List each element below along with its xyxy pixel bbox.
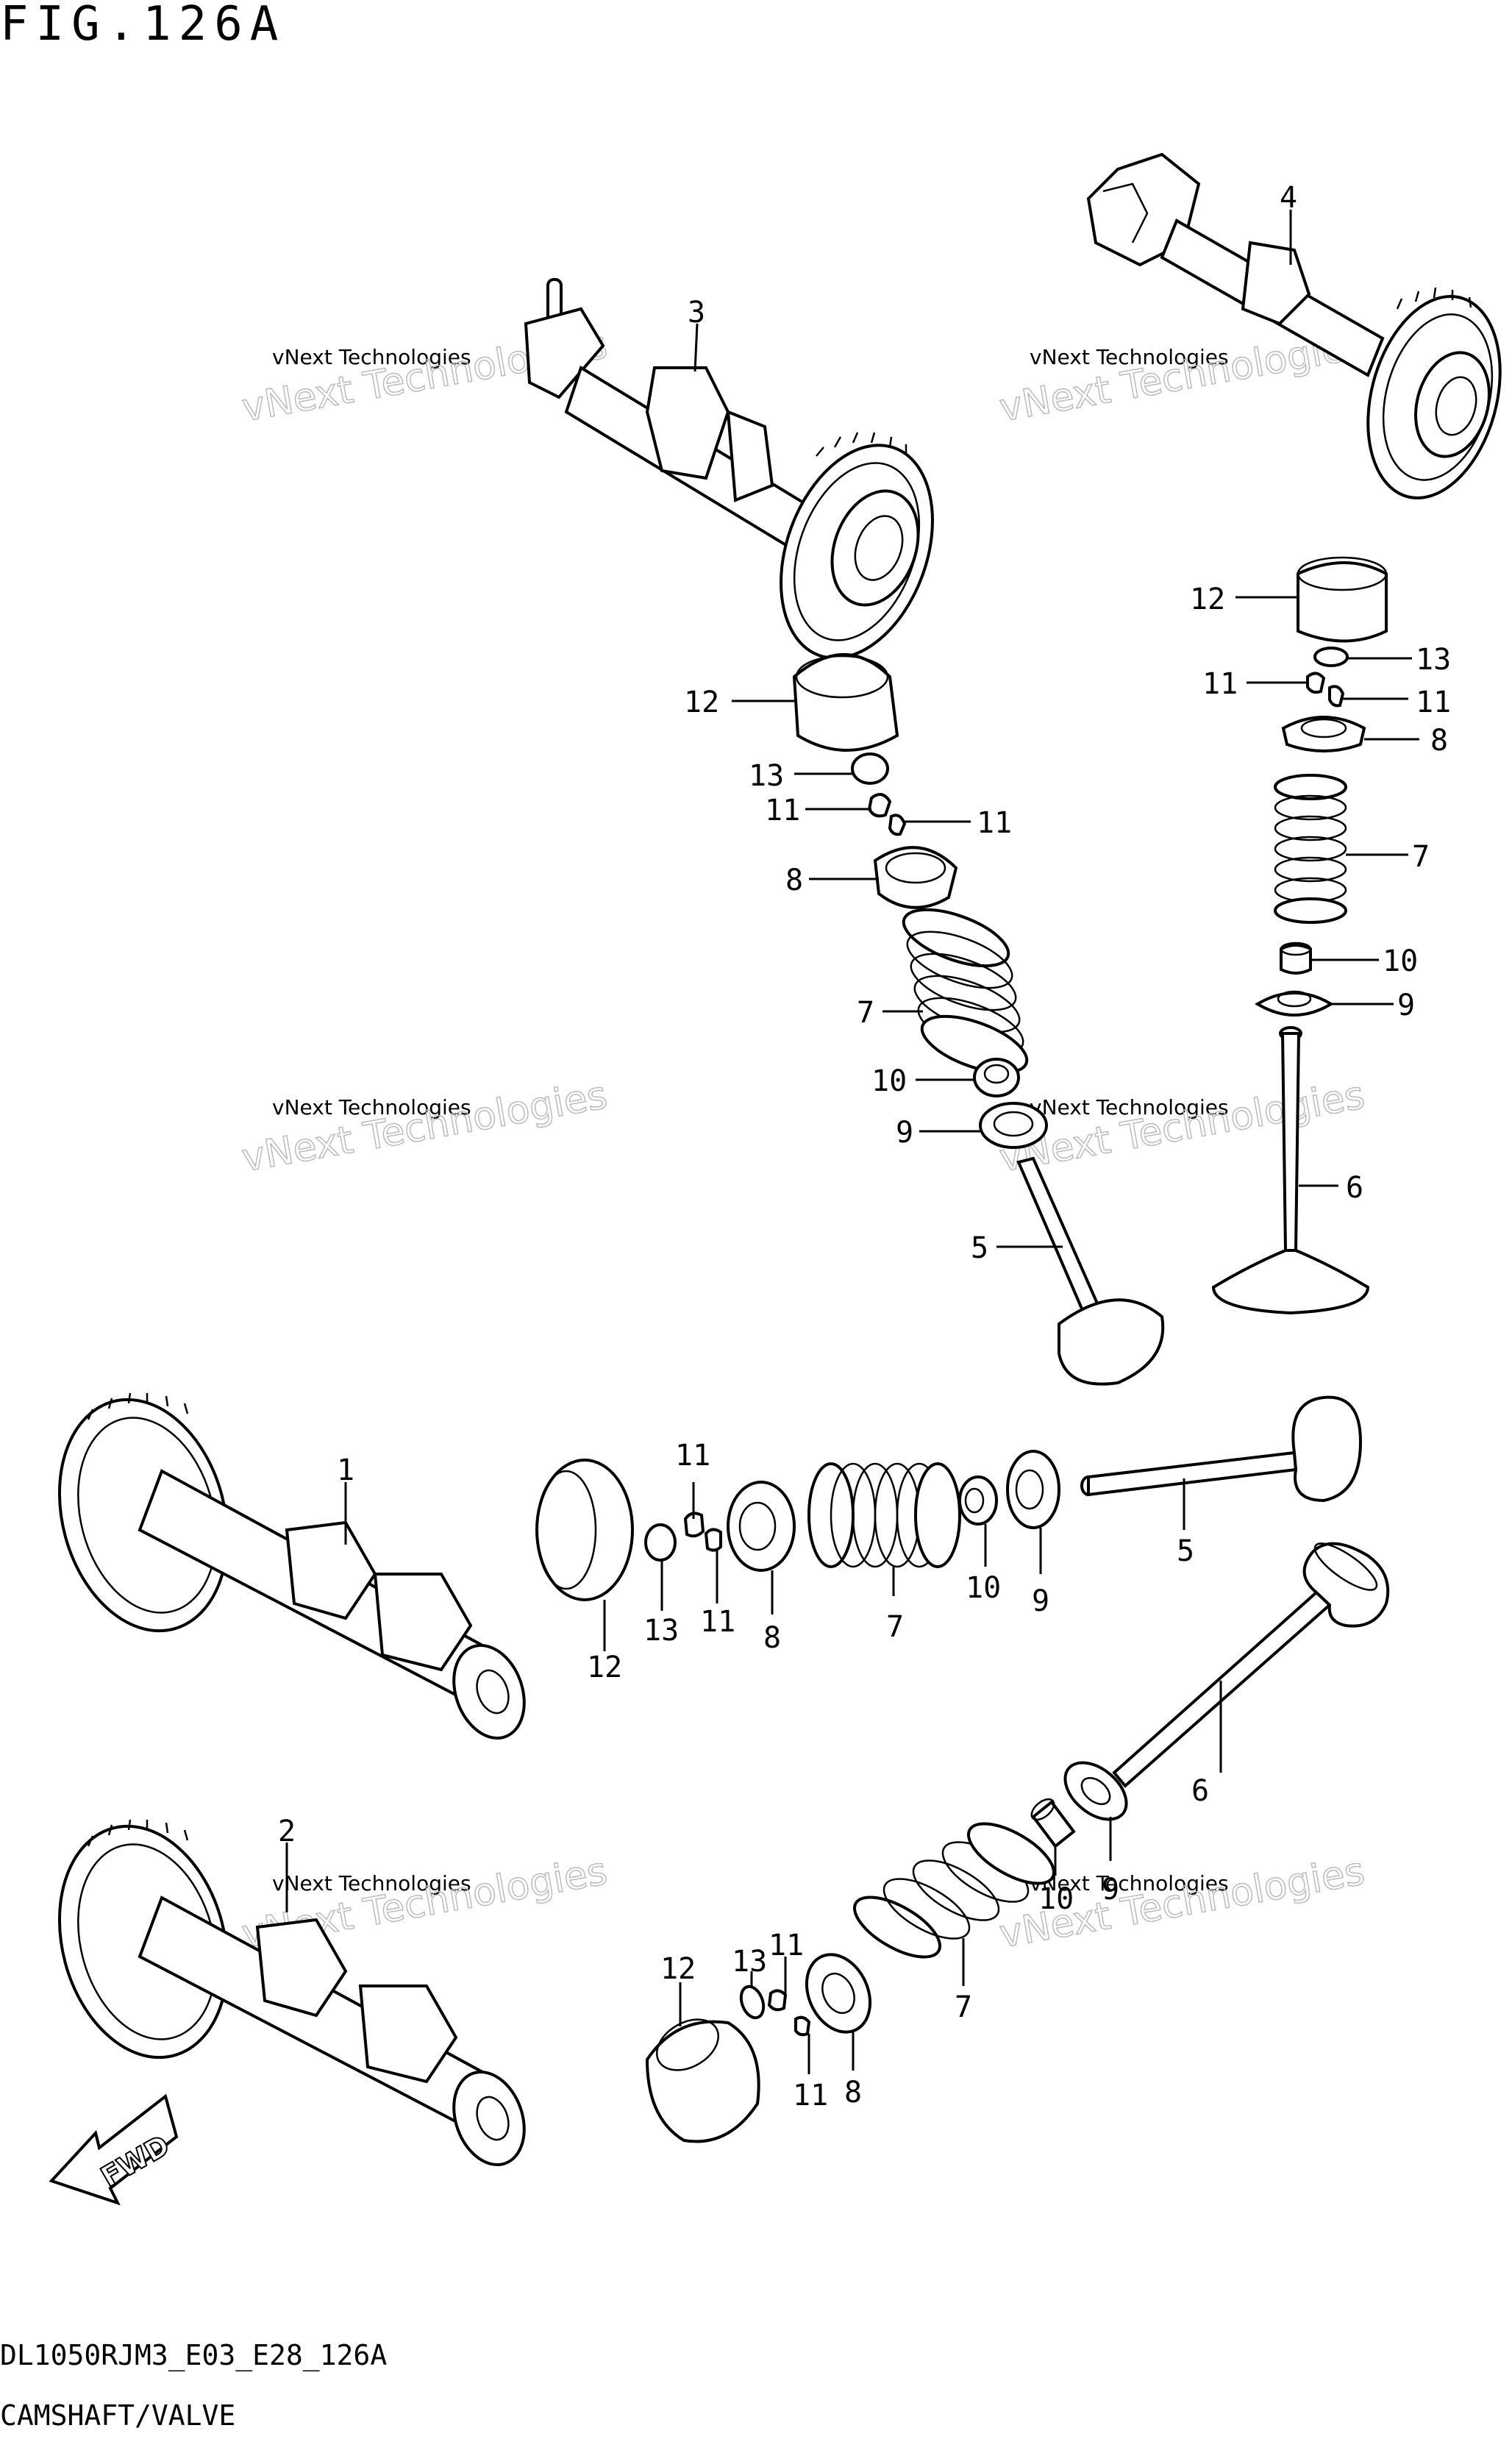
watermark-text-outline: vNext Technologies (996, 1073, 1368, 1181)
cotter-part-11-lower[interactable] (767, 1989, 811, 2037)
spring-part-7-right[interactable] (1274, 774, 1347, 924)
callout-10[interactable]: 10 (966, 1571, 1001, 1605)
retainer-part-8-right[interactable] (1281, 716, 1366, 752)
tappet-part-12-lower[interactable] (645, 2010, 760, 2143)
watermark: vNext Technologies vNext Technologies (238, 1072, 611, 1181)
callout-11[interactable]: 11 (675, 1439, 710, 1473)
callout-11[interactable]: 11 (977, 806, 1012, 840)
watermark: vNext Technologies vNext Technologies (996, 1072, 1369, 1181)
diagram-code: DL1050RJM3_E03_E28_126A (0, 2339, 388, 2371)
watermark-text: vNext Technologies (1030, 1095, 1229, 1119)
callout-1[interactable]: 1 (337, 1453, 354, 1487)
callout-11[interactable]: 11 (1416, 686, 1451, 719)
watermark-text: vNext Technologies (272, 1871, 471, 1895)
callout-8[interactable]: 8 (844, 2076, 862, 2110)
seal-part-10-mid[interactable] (958, 1475, 998, 1526)
washer-part-9-right[interactable] (1255, 990, 1334, 1017)
tappet-part-12-mid[interactable] (535, 1459, 634, 1601)
section-name: CAMSHAFT/VALVE (0, 2399, 236, 2432)
camshaft-part-1[interactable] (35, 1381, 536, 1748)
callout-12[interactable]: 12 (660, 1952, 696, 1986)
watermark-text: vNext Technologies (1030, 345, 1229, 369)
callout-9[interactable]: 9 (1397, 989, 1415, 1022)
retainer-part-8-mid[interactable] (727, 1481, 796, 1572)
callout-10[interactable]: 10 (1038, 1882, 1074, 1916)
callout-13[interactable]: 13 (749, 759, 784, 793)
retainer-part-8-center[interactable] (873, 846, 958, 909)
tappet-part-12-right[interactable] (1297, 556, 1388, 643)
spring-part-7-mid[interactable] (807, 1462, 961, 1568)
callout-11[interactable]: 11 (700, 1605, 735, 1639)
figure-title: FIG.126A (0, 0, 286, 51)
shim-part-13-right[interactable] (1313, 647, 1349, 667)
watermark-text-outline: vNext Technologies (239, 1073, 610, 1181)
callout-2[interactable]: 2 (278, 1815, 296, 1848)
callout-7[interactable]: 7 (857, 996, 874, 1030)
watermark-text: vNext Technologies (1030, 1871, 1229, 1895)
retainer-part-8-lower[interactable] (795, 1944, 882, 2043)
callout-13[interactable]: 13 (732, 1945, 767, 1979)
callout-6[interactable]: 6 (1191, 1774, 1209, 1808)
callout-3[interactable]: 3 (688, 296, 705, 330)
washer-part-9-lower[interactable] (1055, 1751, 1137, 1831)
camshaft-part-3[interactable] (524, 278, 960, 679)
seal-part-10-right[interactable] (1280, 941, 1312, 975)
callout-9[interactable]: 9 (896, 1116, 913, 1150)
callout-5[interactable]: 5 (971, 1231, 988, 1265)
washer-part-9-mid[interactable] (1006, 1450, 1060, 1529)
callout-12[interactable]: 12 (1190, 583, 1225, 616)
washer-part-9-center[interactable] (979, 1102, 1048, 1149)
callout-6[interactable]: 6 (1346, 1171, 1363, 1205)
cotter-part-11-center[interactable] (867, 793, 907, 836)
callout-12[interactable]: 12 (684, 686, 719, 719)
callout-5[interactable]: 5 (1177, 1534, 1194, 1568)
camshaft-part-2[interactable] (35, 1807, 536, 2174)
callout-10[interactable]: 10 (1383, 944, 1418, 978)
callout-12[interactable]: 12 (587, 1651, 622, 1684)
callout-11[interactable]: 11 (793, 2079, 828, 2112)
callout-11[interactable]: 11 (769, 1929, 804, 1962)
callout-13[interactable]: 13 (643, 1614, 679, 1648)
seal-part-10-center[interactable] (973, 1058, 1020, 1097)
tappet-part-12-center[interactable] (792, 653, 899, 752)
leader-line-3 (693, 323, 699, 372)
watermark-text: vNext Technologies (272, 345, 471, 369)
shim-part-13-center[interactable] (851, 752, 889, 785)
valve-part-5-center[interactable] (1016, 1156, 1165, 1386)
valve-part-6-right[interactable] (1211, 1026, 1370, 1315)
seal-part-10-lower[interactable] (1028, 1795, 1076, 1848)
callout-8[interactable]: 8 (1430, 724, 1448, 758)
callout-7[interactable]: 7 (955, 1990, 972, 2024)
cotter-part-11-right[interactable] (1306, 672, 1345, 708)
camshaft-part-4[interactable] (1086, 152, 1512, 513)
callout-4[interactable]: 4 (1280, 181, 1297, 215)
callout-9[interactable]: 9 (1102, 1873, 1119, 1907)
callout-7[interactable]: 7 (886, 1610, 904, 1644)
spring-part-7-lower[interactable] (846, 1812, 1063, 1968)
valve-part-6-lower[interactable] (1112, 1536, 1390, 1788)
callout-9[interactable]: 9 (1032, 1584, 1049, 1618)
callout-11[interactable]: 11 (1202, 667, 1238, 701)
callout-11[interactable]: 11 (765, 794, 800, 827)
cotter-part-11-mid[interactable] (683, 1512, 722, 1552)
fwd-direction-badge: FWD (49, 2093, 179, 2206)
shim-part-13-lower[interactable] (737, 1984, 767, 2021)
callout-13[interactable]: 13 (1416, 643, 1451, 677)
shim-part-13-mid[interactable] (644, 1523, 677, 1562)
callout-8[interactable]: 8 (785, 864, 803, 897)
spring-part-7-center[interactable] (896, 898, 1033, 1084)
callout-10[interactable]: 10 (871, 1064, 907, 1098)
valve-part-5-mid[interactable] (1080, 1395, 1363, 1503)
watermark-text: vNext Technologies (272, 1095, 471, 1119)
callout-7[interactable]: 7 (1412, 840, 1430, 874)
callout-8[interactable]: 8 (763, 1621, 781, 1655)
